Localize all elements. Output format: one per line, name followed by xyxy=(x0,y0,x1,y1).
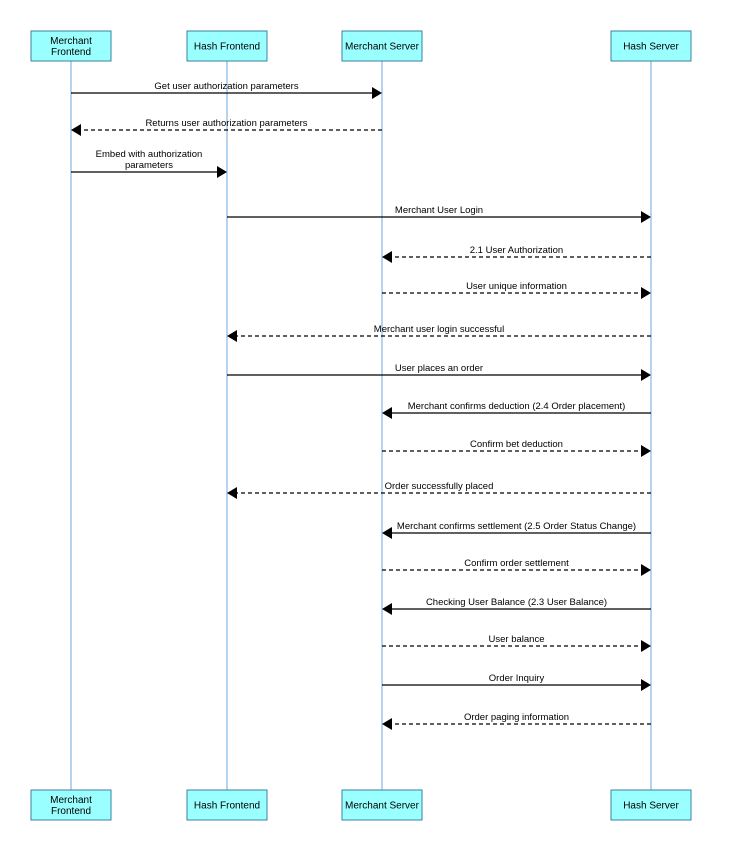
message-user-balance: User balance xyxy=(382,634,651,652)
arrowhead-icon xyxy=(382,718,392,730)
participant-bottom-ms: Merchant Server xyxy=(341,789,423,821)
participant-box xyxy=(610,30,692,62)
participant-box xyxy=(186,789,268,821)
message-label: Confirm order settlement xyxy=(464,558,569,569)
message-confirm-order-settlement: Confirm order settlement xyxy=(382,558,651,576)
message-label: Merchant confirms deduction (2.4 Order p… xyxy=(408,401,626,412)
message-label: User balance xyxy=(489,634,545,645)
arrowhead-icon xyxy=(217,166,227,178)
arrowhead-icon xyxy=(227,330,237,342)
arrowhead-icon xyxy=(382,251,392,263)
message-label: Get user authorization parameters xyxy=(154,81,298,92)
arrowhead-icon xyxy=(641,369,651,381)
arrowhead-icon xyxy=(382,527,392,539)
message-user-unique-information: User unique information xyxy=(382,281,651,299)
arrowhead-icon xyxy=(372,87,382,99)
lifelines xyxy=(70,61,652,790)
message-label: Returns user authorization parameters xyxy=(145,118,307,129)
participant-label: Merchant Server xyxy=(345,801,420,812)
arrowhead-icon xyxy=(641,679,651,691)
message-2-1-user-authorization: 2.1 User Authorization xyxy=(382,245,651,263)
message-label: Embed with authorization xyxy=(96,149,203,160)
participant-label: Merchant Server xyxy=(345,42,420,53)
participant-box xyxy=(610,789,692,821)
message-label: 2.1 User Authorization xyxy=(470,245,563,256)
arrowhead-icon xyxy=(641,287,651,299)
participant-label: Merchant xyxy=(50,795,92,806)
arrowhead-icon xyxy=(382,407,392,419)
arrowhead-icon xyxy=(641,640,651,652)
message-label: Order successfully placed xyxy=(385,481,494,492)
message-label: parameters xyxy=(125,160,173,171)
message-merchant-user-login: Merchant User Login xyxy=(227,205,651,223)
participant-box xyxy=(30,30,112,62)
message-user-places-an-order: User places an order xyxy=(227,363,651,381)
participant-label: Hash Server xyxy=(623,42,679,53)
participant-bottom-hs: Hash Server xyxy=(610,789,692,821)
message-merchant-user-login-successful: Merchant user login successful xyxy=(227,324,651,342)
message-label: Order paging information xyxy=(464,712,569,723)
arrowhead-icon xyxy=(641,211,651,223)
message-label: User places an order xyxy=(395,363,483,374)
participant-label: Merchant xyxy=(50,36,92,47)
message-label: User unique information xyxy=(466,281,567,292)
participant-top-hf: Hash Frontend xyxy=(186,30,268,62)
message-merchant-confirms-deduction-2-4-order-placement: Merchant confirms deduction (2.4 Order p… xyxy=(382,401,651,419)
participant-box xyxy=(186,30,268,62)
participant-box xyxy=(341,789,423,821)
participant-label: Hash Frontend xyxy=(194,42,260,53)
message-label: Merchant user login successful xyxy=(374,324,504,335)
message-checking-user-balance-2-3-user-balance: Checking User Balance (2.3 User Balance) xyxy=(382,597,651,615)
message-label: Merchant User Login xyxy=(395,205,483,216)
message-order-inquiry: Order Inquiry xyxy=(382,673,651,691)
message-order-paging-information: Order paging information xyxy=(382,712,651,730)
arrowhead-icon xyxy=(641,564,651,576)
arrowhead-icon xyxy=(71,124,81,136)
participant-box xyxy=(341,30,423,62)
participant-label: Frontend xyxy=(51,47,91,58)
message-order-successfully-placed: Order successfully placed xyxy=(227,481,651,499)
participant-top-ms: Merchant Server xyxy=(341,30,423,62)
arrowhead-icon xyxy=(641,445,651,457)
message-label: Order Inquiry xyxy=(489,673,545,684)
message-label: Checking User Balance (2.3 User Balance) xyxy=(426,597,607,608)
message-label: Merchant confirms settlement (2.5 Order … xyxy=(397,521,636,532)
messages: Get user authorization parametersReturns… xyxy=(71,81,651,730)
message-merchant-confirms-settlement-2-5-order-status-change: Merchant confirms settlement (2.5 Order … xyxy=(382,521,651,539)
arrowhead-icon xyxy=(227,487,237,499)
message-get-user-authorization-parameters: Get user authorization parameters xyxy=(71,81,382,99)
participant-label: Frontend xyxy=(51,806,91,817)
participant-top-hs: Hash Server xyxy=(610,30,692,62)
message-returns-user-authorization-parameters: Returns user authorization parameters xyxy=(71,118,382,136)
message-label: Confirm bet deduction xyxy=(470,439,563,450)
participant-label: Hash Server xyxy=(623,801,679,812)
message-confirm-bet-deduction: Confirm bet deduction xyxy=(382,439,651,457)
participant-box xyxy=(30,789,112,821)
participant-label: Hash Frontend xyxy=(194,801,260,812)
arrowhead-icon xyxy=(382,603,392,615)
participant-bottom-hf: Hash Frontend xyxy=(186,789,268,821)
